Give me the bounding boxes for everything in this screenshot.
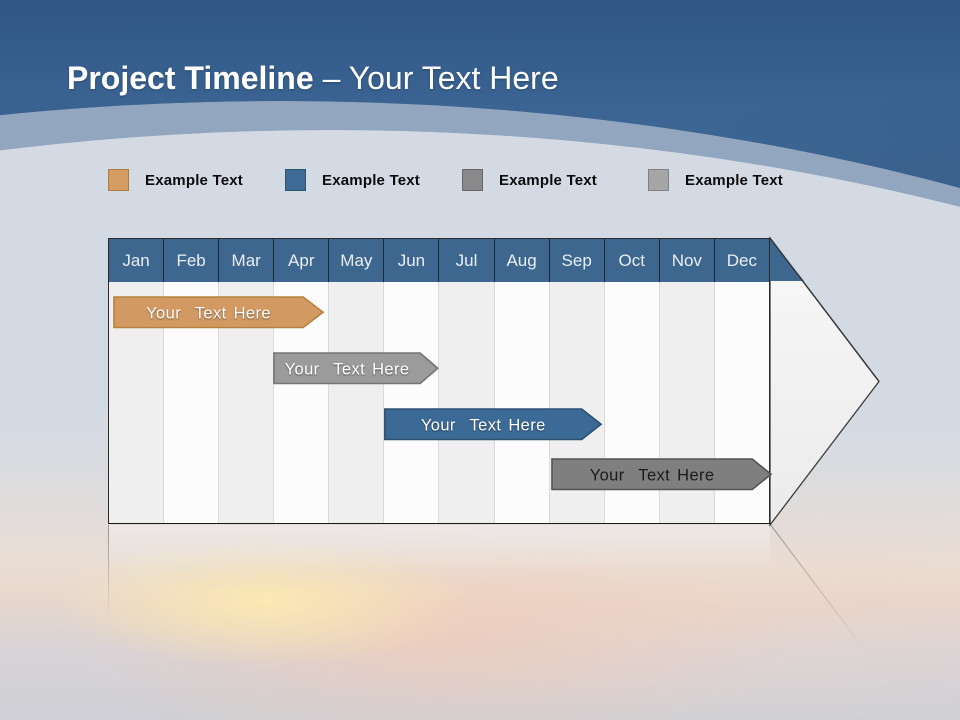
timeline-bar[interactable]: Your Text Here [273, 352, 440, 385]
month-header-cell: Jan [109, 239, 165, 282]
legend-label: Example Text [322, 171, 420, 189]
column-stripe [329, 282, 385, 523]
month-header-cell: May [329, 239, 385, 282]
legend-swatch [108, 169, 129, 191]
legend-item[interactable]: Example Text [462, 169, 597, 191]
month-header-cell: Aug [495, 239, 550, 282]
month-header-cell: Nov [660, 239, 715, 282]
timeline-bar-label: Your Text Here [285, 360, 410, 378]
legend-item[interactable]: Example Text [285, 169, 420, 191]
timeline-bar-shape[interactable] [273, 352, 440, 385]
legend-label: Example Text [685, 171, 783, 189]
legend-swatch [462, 169, 483, 191]
timeline-bar[interactable]: Your Text Here [113, 296, 325, 329]
timeline-arrowhead [769, 236, 880, 527]
timeline-bar-shape[interactable] [551, 458, 773, 491]
timeline-bar[interactable]: Your Text Here [551, 458, 773, 491]
column-stripe [439, 282, 495, 523]
arrowhead-reflection-edge [769, 523, 865, 650]
slide-title-bold: Project Timeline [67, 60, 314, 96]
month-header-cell: Jun [384, 239, 440, 282]
column-stripe [494, 282, 550, 523]
month-header-cell: Apr [274, 239, 330, 282]
month-header-cell: Jul [439, 239, 495, 282]
timeline-bar-shape[interactable] [384, 408, 603, 441]
table-reflection-haze [109, 525, 770, 571]
month-header-cell: Mar [219, 239, 275, 282]
column-stripe [384, 282, 440, 523]
slide-title[interactable]: Project Timeline– Your Text Here [67, 60, 559, 97]
timeline-bar[interactable]: Your Text Here [384, 408, 603, 441]
legend-label: Example Text [499, 171, 597, 189]
legend-swatch [285, 169, 306, 191]
timeline-bar-label: Your Text Here [421, 416, 546, 434]
legend-swatch [648, 169, 669, 191]
legend-item[interactable]: Example Text [108, 169, 243, 191]
month-header-cell: Feb [164, 239, 220, 282]
timeline-bar-label: Your Text Here [590, 466, 715, 484]
timeline-bar-shape[interactable] [113, 296, 325, 329]
slide-title-regular: – Your Text Here [322, 60, 559, 96]
legend-item[interactable]: Example Text [648, 169, 783, 191]
month-header-cell: Dec [726, 250, 758, 270]
legend-label: Example Text [145, 171, 243, 189]
month-header-cell: Sep [550, 239, 605, 282]
table-reflection-left-edge [108, 525, 109, 621]
month-header-cell: Oct [605, 239, 660, 282]
timeline-bar-label: Your Text Here [146, 304, 271, 322]
